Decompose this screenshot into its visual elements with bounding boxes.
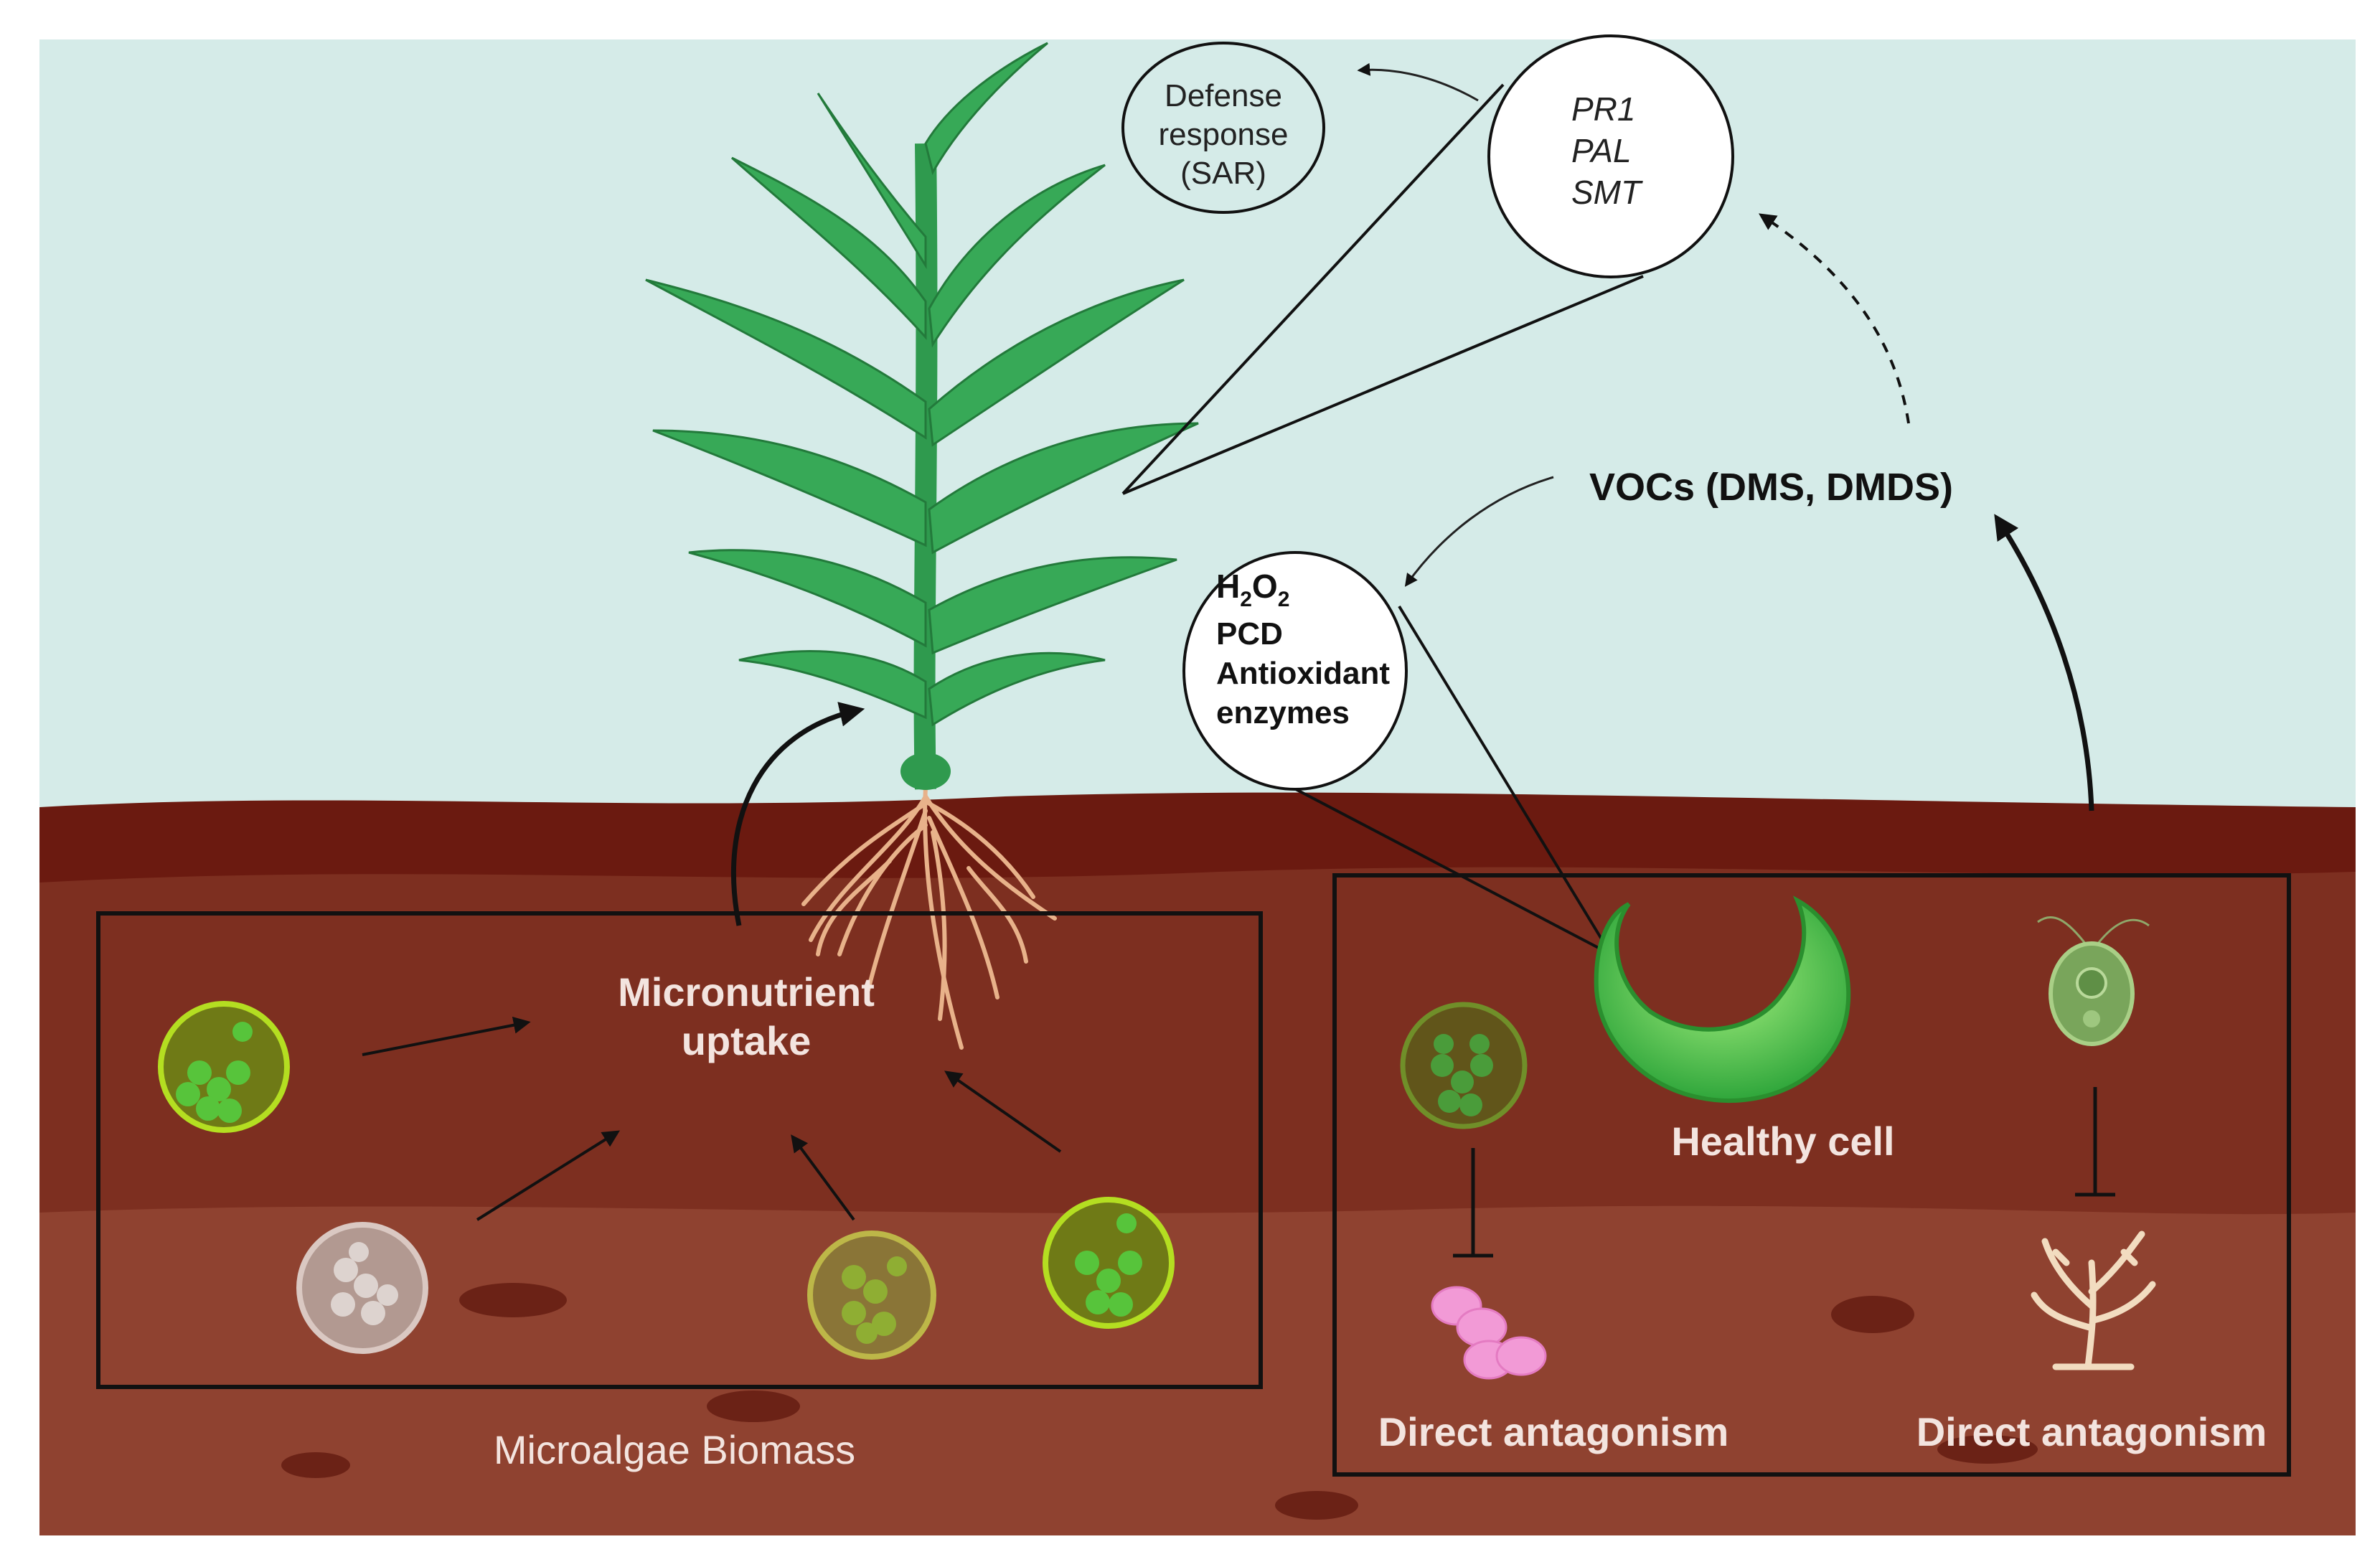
arrow-algae4-to-uptake <box>944 1071 1062 1153</box>
arrow-algae2-to-uptake <box>476 1130 621 1221</box>
healthy-cell-label: Healthy cell <box>1671 1119 1894 1164</box>
microalgae-biomass-box <box>96 911 1263 1389</box>
pink-pathogen <box>1431 1286 1547 1380</box>
defense-label-line2: response <box>1158 117 1288 152</box>
micronutrient-label-line2: uptake <box>682 1018 812 1063</box>
direct-antagonism-right-label: Direct antagonism <box>1916 1409 2267 1454</box>
defense-label-line3: (SAR) <box>1180 156 1266 191</box>
soil-bottom-layer <box>39 1205 2356 1535</box>
zoom-callout-genes <box>1121 83 1644 495</box>
defense-label-line1: Defense <box>1165 78 1282 113</box>
arrow-uptake-to-plant <box>731 702 865 926</box>
inhibition-left <box>1453 1148 1493 1258</box>
defense-response-bubble <box>1121 42 1325 214</box>
microalgae-cell-1 <box>158 1001 290 1133</box>
gene-smt: SMT <box>1571 174 1643 211</box>
fungal-pathogen <box>2031 1231 2156 1370</box>
microalgae-cell-4 <box>1043 1197 1175 1329</box>
genes-bubble <box>1487 34 1734 278</box>
microalgae-biomass-label: Microalgae Biomass <box>494 1427 855 1472</box>
arrow-algae1-to-uptake <box>362 1016 531 1056</box>
flagellate-microalgae <box>2037 916 2150 1046</box>
microalgae-cell-2 <box>296 1222 428 1354</box>
ros-h2o2: H2O2 <box>1216 568 1289 611</box>
arrow-algae3-to-uptake <box>791 1134 855 1221</box>
gene-pal: PAL <box>1571 132 1632 169</box>
biocontrol-box <box>1332 873 2291 1477</box>
arrow-genes-to-defense <box>1357 62 1479 102</box>
ros-bubble <box>1182 551 1408 791</box>
inhibition-right <box>2075 1087 2115 1197</box>
plant <box>645 42 1199 790</box>
ros-pcd: PCD <box>1216 616 1283 651</box>
ros-antioxidant: Antioxidant <box>1216 656 1390 691</box>
micronutrient-label-line1: Micronutrient <box>618 969 875 1015</box>
gene-pr1: PR1 <box>1571 90 1635 128</box>
healthy-cell-shape <box>1594 895 1851 1104</box>
ros-enzymes: enzymes <box>1216 695 1350 730</box>
plant-roots <box>801 784 1057 1050</box>
antagonist-microalgae-cell <box>1400 1002 1528 1129</box>
microalgae-cell-3 <box>807 1231 936 1360</box>
direct-antagonism-left-label: Direct antagonism <box>1378 1409 1729 1454</box>
arrow-soil-to-vocs <box>1994 514 2094 811</box>
arrow-vocs-to-ros <box>1404 476 1554 587</box>
vocs-label: VOCs (DMS, DMDS) <box>1589 466 1953 509</box>
soil-stones <box>281 1283 2038 1520</box>
arrow-vocs-to-genes-dashed <box>1759 213 1910 424</box>
